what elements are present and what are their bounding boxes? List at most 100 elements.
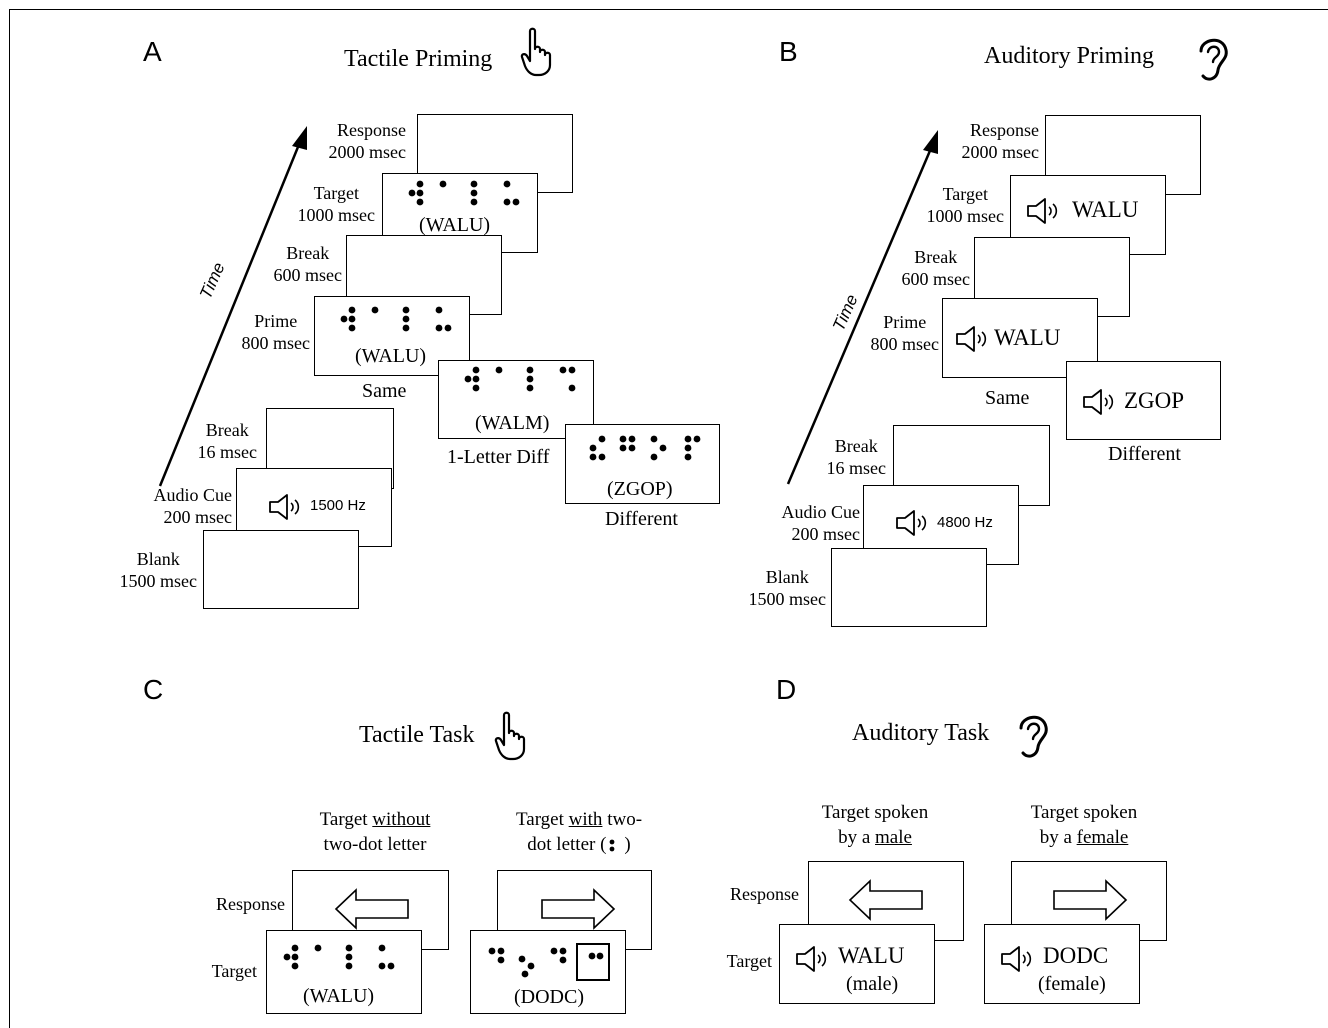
event-name: Target (313, 183, 359, 203)
event-duration: 800 msec (870, 334, 939, 354)
event-duration: 2000 msec (328, 142, 406, 162)
audio-cue-tone: 4800 Hz (937, 514, 993, 531)
header-underlined: female (1076, 827, 1129, 848)
audio-cue-label: Audio Cue 200 msec (154, 484, 233, 528)
event-duration: 200 msec (791, 524, 860, 544)
prime-label: Prime 800 msec (242, 310, 310, 354)
event-duration: 1500 msec (748, 589, 826, 609)
speaker-icon (896, 510, 927, 536)
speaker-icon (1083, 389, 1114, 415)
condition-different-label: Different (1108, 443, 1181, 465)
panel-c-letter: C (143, 674, 164, 705)
condition-same-label: Same (985, 387, 1030, 409)
event-duration: 1500 msec (119, 571, 197, 591)
panel-d-title: Auditory Task (852, 720, 990, 746)
right-arrow-icon (1053, 879, 1128, 921)
header-text: Target spoken (821, 802, 929, 823)
ear-icon (1019, 715, 1048, 758)
header-text: ) (624, 834, 631, 855)
response-label: Response 2000 msec (962, 119, 1039, 163)
event-name: Blank (136, 549, 180, 569)
event-duration: 1000 msec (926, 206, 1004, 226)
target-word: DODC (1043, 943, 1109, 968)
panel-a-title: Tactile Priming (344, 46, 493, 72)
braille-prime (340, 306, 452, 332)
header-text: Target (319, 809, 373, 830)
event-duration: 16 msec (826, 458, 886, 478)
event-name: Break (205, 420, 249, 440)
left-arrow-icon (848, 879, 923, 921)
pointing-hand-icon (520, 27, 552, 77)
panel-b-letter: B (779, 36, 798, 67)
speaker-icon (796, 946, 827, 972)
speaker-icon (1001, 946, 1032, 972)
two-dot-letter-icon (610, 839, 615, 852)
header-text: by a (838, 827, 875, 848)
break-label: Break 600 msec (274, 242, 342, 286)
event-duration: 1000 msec (297, 205, 375, 225)
braille-walu (283, 944, 395, 970)
response-row-label: Response (216, 894, 285, 914)
target-screen (470, 930, 626, 1014)
blank-screen (831, 548, 987, 627)
header-text: dot letter ( (527, 834, 607, 855)
event-duration: 16 msec (197, 442, 257, 462)
event-duration: 600 msec (901, 269, 970, 289)
break-label: Break 16 msec (827, 435, 886, 479)
header-underlined: with (568, 809, 603, 830)
blank-label: Blank 1500 msec (120, 548, 197, 592)
different-screen (1066, 361, 1221, 440)
speaker-icon (956, 326, 987, 352)
event-name: Audio Cue (781, 502, 861, 522)
header-underlined: male (875, 827, 912, 848)
different-word: ZGOP (1124, 388, 1185, 413)
braille-zgop (589, 435, 701, 461)
right-arrow-icon (541, 888, 616, 930)
target-row-label: Target (726, 951, 772, 971)
time-arrow (158, 126, 307, 487)
target-text: (WALU) (419, 214, 491, 236)
event-name: Prime (254, 311, 298, 331)
target-text: (WALU) (303, 985, 375, 1007)
prime-text: (WALU) (355, 345, 427, 367)
prime-word: WALU (994, 325, 1061, 350)
event-duration: 200 msec (163, 507, 232, 527)
speaker-icon (1027, 198, 1058, 224)
break-label: Break 600 msec (902, 246, 970, 290)
tactile-left-header: Target without two-dot letter (290, 807, 460, 857)
event-name: Response (337, 120, 406, 140)
pointing-hand-icon (494, 711, 526, 761)
header-text: Target (515, 809, 569, 830)
header-text: two-dot letter (323, 834, 427, 855)
blank-screen (203, 530, 359, 609)
event-name: Response (970, 120, 1039, 140)
target-text: (DODC) (514, 986, 584, 1008)
event-duration: 800 msec (241, 333, 310, 353)
left-arrow-icon (334, 888, 409, 930)
speaker-icon (269, 494, 300, 520)
target-label: Target 1000 msec (927, 183, 1004, 227)
time-arrow (786, 130, 938, 485)
ear-icon (1199, 38, 1228, 81)
break-label: Break 16 msec (198, 419, 257, 463)
event-name: Break (834, 436, 878, 456)
event-name: Target (942, 184, 988, 204)
response-label: Response 2000 msec (329, 119, 406, 163)
figure-frame (9, 9, 1328, 1028)
auditory-right-header: Target spoken by a female (1004, 800, 1164, 850)
event-name: Audio Cue (153, 485, 233, 505)
braille-dodc (488, 943, 610, 981)
zgop-text: (ZGOP) (607, 478, 673, 500)
event-name: Break (286, 243, 330, 263)
target-word: WALU (838, 943, 905, 968)
panel-d-letter: D (776, 674, 797, 705)
tactile-right-header: Target with two- dot letter () (494, 807, 664, 857)
panel-c-title: Tactile Task (359, 722, 475, 748)
prime-label: Prime 800 msec (871, 311, 939, 355)
braille-target (408, 180, 520, 206)
walm-text: (WALM) (475, 412, 550, 434)
panel-a-letter: A (143, 36, 162, 67)
condition-different-label: Different (605, 508, 678, 530)
header-text: two- (602, 809, 643, 830)
event-name: Break (914, 247, 958, 267)
